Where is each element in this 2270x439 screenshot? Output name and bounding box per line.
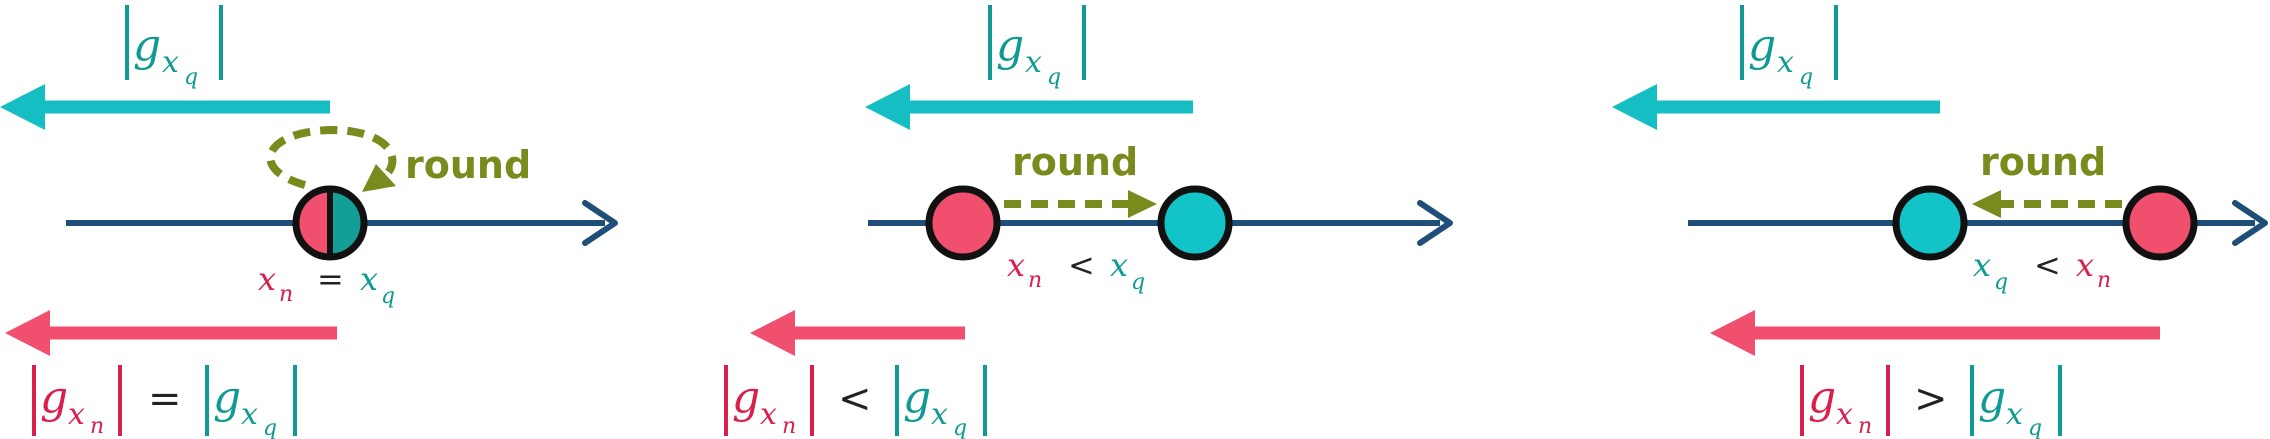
svg-text:q: q (953, 416, 967, 439)
bottom-relation: g x n > g x q (1800, 365, 2062, 439)
svg-text:q: q (1131, 270, 1145, 295)
top-gradient-label: g x q (125, 5, 223, 90)
svg-text:q: q (184, 65, 198, 90)
round-label: round (405, 143, 531, 187)
points-relation: x q < x n (1973, 246, 2111, 295)
point-xn (2122, 185, 2198, 261)
point-xq (1157, 185, 1233, 261)
svg-text:q: q (381, 284, 395, 309)
svg-text:g: g (732, 372, 760, 423)
svg-text:x: x (760, 397, 777, 432)
svg-text:=: = (317, 260, 344, 298)
svg-text:n: n (782, 414, 796, 439)
svg-text:=: = (148, 376, 182, 422)
svg-text:x: x (2076, 246, 2094, 284)
bottom-relation: g x n < g x q (724, 365, 987, 439)
svg-text:g: g (133, 20, 161, 71)
svg-text:x: x (1110, 246, 1128, 284)
svg-text:q: q (2028, 416, 2042, 439)
svg-text:x: x (1836, 397, 1853, 432)
svg-text:g: g (1748, 20, 1776, 71)
svg-text:n: n (279, 282, 293, 307)
round-loop-arrow (266, 125, 397, 192)
svg-text:q: q (1799, 65, 1813, 90)
panel-greater: g x q round x q < x n (1612, 5, 2268, 439)
panel-equal: g x q round x n = (0, 5, 618, 439)
svg-text:x: x (360, 260, 378, 298)
round-arrow (1972, 190, 2122, 218)
svg-text:x: x (162, 45, 179, 80)
gradient-arrow-xn (750, 310, 965, 356)
gradient-arrow-xq (1612, 84, 1940, 130)
svg-text:x: x (1007, 246, 1025, 284)
svg-text:g: g (996, 20, 1024, 71)
svg-text:<: < (838, 376, 872, 422)
point-xq (1892, 185, 1968, 261)
svg-text:g: g (1808, 372, 1836, 423)
round-label: round (1980, 140, 2106, 184)
points-relation: x n < x q (1007, 246, 1145, 295)
panel-less: g x q round x n < x q (724, 5, 1453, 439)
bottom-relation: g x n = g x q (32, 365, 297, 439)
svg-text:x: x (1973, 246, 1991, 284)
svg-text:x: x (2006, 397, 2023, 432)
svg-text:n: n (90, 414, 104, 439)
svg-text:<: < (2034, 246, 2061, 284)
gradient-arrow-xn (5, 310, 337, 356)
svg-text:x: x (241, 397, 258, 432)
point-xn (925, 185, 1001, 261)
round-arrow (1004, 190, 1157, 218)
svg-text:n: n (2097, 268, 2111, 293)
svg-text:x: x (1025, 45, 1042, 80)
svg-text:g: g (213, 372, 241, 423)
svg-text:q: q (1994, 270, 2008, 295)
gradient-arrow-xn (1710, 310, 2160, 356)
top-gradient-label: g x q (988, 5, 1086, 90)
gradient-arrow-xq (0, 84, 330, 130)
gradient-arrow-xq (865, 84, 1193, 130)
svg-text:n: n (1858, 414, 1872, 439)
merged-point (292, 185, 368, 261)
svg-text:x: x (931, 397, 948, 432)
top-gradient-label: g x q (1740, 5, 1838, 90)
svg-text:n: n (1028, 268, 1042, 293)
svg-text:q: q (263, 416, 277, 439)
svg-text:g: g (1978, 372, 2006, 423)
svg-text:x: x (68, 397, 85, 432)
svg-text:g: g (903, 372, 931, 423)
svg-text:<: < (1068, 246, 1095, 284)
svg-text:g: g (40, 372, 68, 423)
svg-text:>: > (1914, 376, 1948, 422)
round-label: round (1012, 140, 1138, 184)
svg-text:x: x (1777, 45, 1794, 80)
svg-text:q: q (1047, 65, 1061, 90)
points-relation: x n = x q (258, 260, 395, 309)
svg-text:x: x (258, 260, 276, 298)
